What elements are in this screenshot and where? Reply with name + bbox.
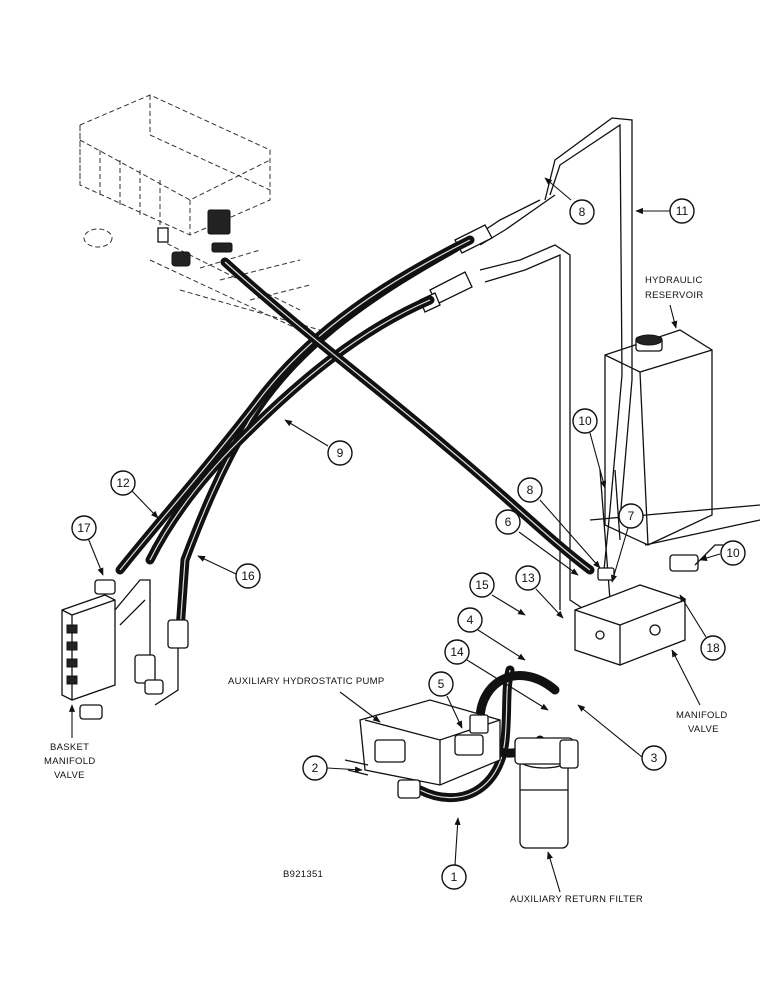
- callout-8-upper: 8: [544, 177, 595, 225]
- label-auxiliary-hydrostatic-pump: AUXILIARY HYDROSTATIC PUMP: [228, 676, 385, 723]
- callout-4: 4: [457, 607, 526, 661]
- svg-text:7: 7: [628, 509, 635, 523]
- figure-id: B921351: [283, 869, 323, 880]
- callout-3: 3: [577, 704, 667, 771]
- callout-10-upper: 10: [572, 408, 607, 489]
- callout-9: 9: [284, 419, 353, 466]
- svg-text:AUXILIARY RETURN FILTER: AUXILIARY RETURN FILTER: [510, 894, 643, 905]
- svg-text:4: 4: [467, 613, 474, 627]
- callout-12: 12: [110, 470, 159, 519]
- svg-text:2: 2: [312, 761, 319, 775]
- svg-text:10: 10: [578, 414, 592, 428]
- callout-5: 5: [428, 671, 463, 729]
- svg-text:12: 12: [116, 476, 130, 490]
- svg-text:MANIFOLD: MANIFOLD: [676, 710, 728, 721]
- svg-text:BASKET: BASKET: [50, 742, 89, 753]
- callout-13: 13: [515, 565, 564, 619]
- svg-text:15: 15: [475, 578, 489, 592]
- hoses: [115, 235, 595, 803]
- callout-10-right: 10: [699, 540, 746, 566]
- callout-7: 7: [611, 503, 644, 583]
- svg-text:10: 10: [726, 546, 740, 560]
- callout-14: 14: [444, 639, 549, 711]
- auxiliary-hydrostatic-pump: [344, 699, 501, 799]
- svg-text:17: 17: [77, 521, 91, 535]
- callout-11: 11: [635, 198, 695, 224]
- truck-valve-parts: [157, 209, 233, 267]
- callout-18: 18: [679, 594, 726, 661]
- svg-text:8: 8: [579, 205, 586, 219]
- svg-text:13: 13: [521, 571, 535, 585]
- svg-text:14: 14: [450, 645, 464, 659]
- svg-text:9: 9: [337, 446, 344, 460]
- callout-15: 15: [469, 572, 526, 616]
- svg-text:RESERVOIR: RESERVOIR: [645, 290, 704, 301]
- steel-lines: [469, 117, 633, 611]
- auxiliary-return-filter: [514, 737, 579, 849]
- svg-text:6: 6: [505, 515, 512, 529]
- svg-text:VALVE: VALVE: [688, 724, 719, 735]
- svg-text:18: 18: [706, 641, 720, 655]
- svg-text:5: 5: [438, 677, 445, 691]
- svg-text:HYDRAULIC: HYDRAULIC: [645, 275, 703, 286]
- callout-8-lower: 8: [517, 477, 601, 569]
- svg-text:MANIFOLD: MANIFOLD: [44, 756, 96, 767]
- svg-text:16: 16: [241, 569, 255, 583]
- svg-text:1: 1: [451, 870, 458, 884]
- callout-2: 2: [302, 755, 363, 781]
- svg-text:3: 3: [651, 751, 658, 765]
- callout-6: 6: [495, 509, 579, 576]
- svg-text:8: 8: [527, 483, 534, 497]
- manifold-valve: [574, 544, 740, 666]
- label-manifold-valve: MANIFOLD VALVE: [671, 649, 728, 735]
- svg-text:VALVE: VALVE: [54, 770, 85, 781]
- label-auxiliary-return-filter: AUXILIARY RETURN FILTER: [510, 851, 643, 905]
- callout-16: 16: [197, 555, 261, 589]
- basket-manifold-valve: [61, 579, 189, 720]
- svg-text:AUXILIARY HYDROSTATIC PUMP: AUXILIARY HYDROSTATIC PUMP: [228, 676, 385, 687]
- callout-1: 1: [441, 817, 467, 890]
- label-hydraulic-reservoir: HYDRAULIC RESERVOIR: [645, 275, 704, 329]
- hydraulic-reservoir: [589, 329, 761, 546]
- svg-text:11: 11: [676, 204, 689, 218]
- callout-17: 17: [71, 515, 104, 576]
- truck-outline: [79, 94, 321, 331]
- label-basket-manifold-valve: BASKET MANIFOLD VALVE: [44, 704, 96, 781]
